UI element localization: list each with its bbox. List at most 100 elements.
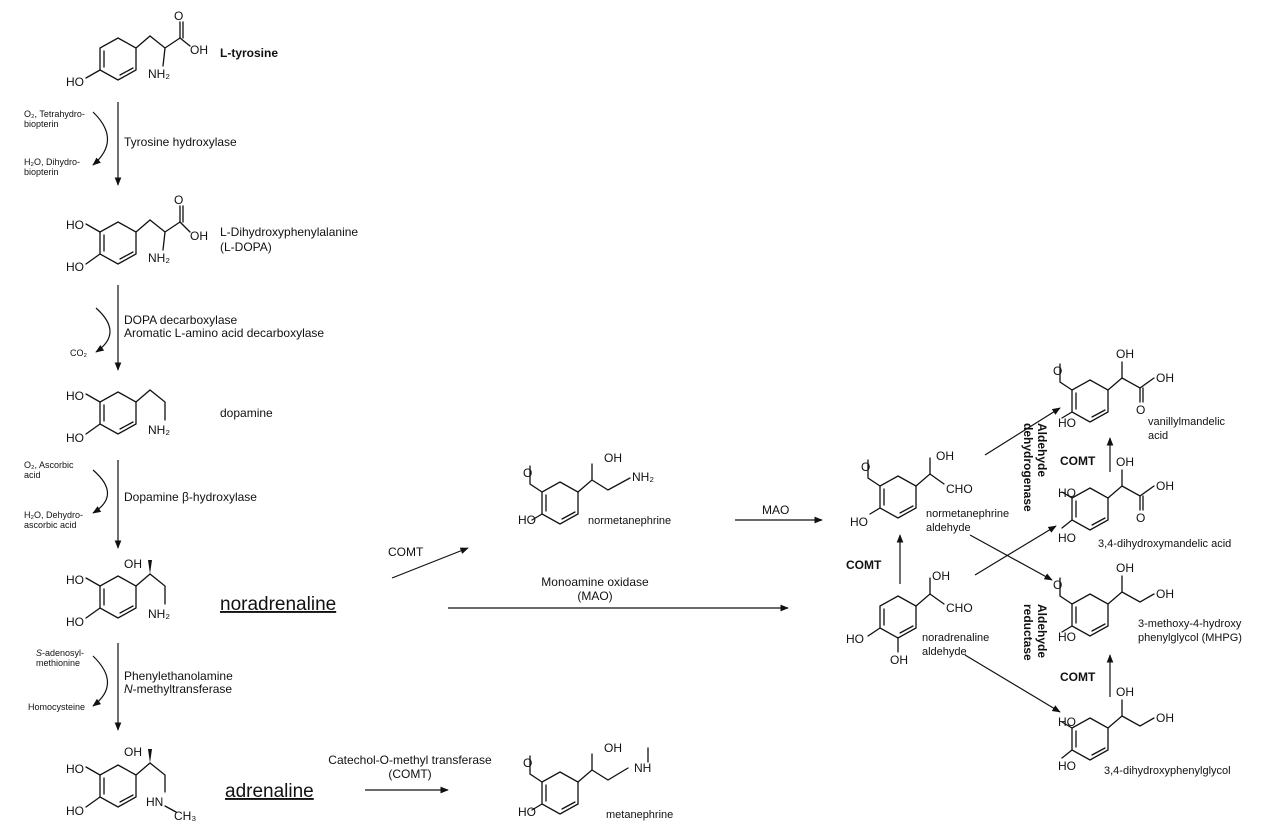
enzyme-dopa-decarboxylase-line1: DOPA decarboxylase bbox=[124, 313, 237, 327]
cofactor-o2-thb-line2: biopterin bbox=[24, 119, 59, 129]
enzyme-comt-full-line2: (COMT) bbox=[388, 767, 431, 781]
enzyme-dopa-decarboxylase-line2: Aromatic L-amino acid decarboxylase bbox=[124, 326, 324, 340]
label-metanephrine: metanephrine bbox=[606, 809, 673, 821]
label-noradrenaline-aldehyde-line2: aldehyde bbox=[922, 646, 967, 658]
svg-text:HO: HO bbox=[1058, 486, 1076, 500]
metabolism-arrows bbox=[365, 407, 1114, 794]
svg-text:OH: OH bbox=[190, 229, 208, 243]
label-noradrenaline-aldehyde-line1: noradrenaline bbox=[922, 632, 989, 644]
cofactor-h2o-dehydroascorbic-line1: H₂O, Dehydro- bbox=[24, 510, 83, 520]
cofactor-arc-dbh bbox=[92, 469, 109, 514]
cofactor-arc-th bbox=[92, 111, 108, 166]
structure-dhpg: HO HO OH OH bbox=[1058, 685, 1174, 773]
enzyme-aldehyde-reductase-line2: reductase bbox=[1021, 604, 1035, 661]
enzyme-comt-vma: COMT bbox=[1060, 454, 1096, 468]
cofactor-arc-pnmt bbox=[92, 655, 108, 707]
cofactor-h2o-dhb-line1: H₂O, Dihydro- bbox=[24, 157, 80, 167]
enzyme-tyrosine-hydroxylase: Tyrosine hydroxylase bbox=[124, 135, 237, 149]
cofactor-sam-line1: S-adenosyl- bbox=[36, 648, 84, 658]
svg-text:NH: NH bbox=[634, 761, 651, 775]
svg-text:HO: HO bbox=[66, 615, 84, 629]
compound-labels: L-tyrosine L-Dihydroxyphenylalanine (L-D… bbox=[220, 46, 1242, 821]
svg-text:O: O bbox=[1053, 364, 1062, 378]
svg-text:HO: HO bbox=[66, 260, 84, 274]
structure-ldopa: HO HO O OH NH₂ bbox=[66, 193, 208, 274]
svg-text:NH₂: NH₂ bbox=[148, 67, 170, 81]
svg-text:O: O bbox=[174, 9, 183, 23]
label-normetanephrine: normetanephrine bbox=[588, 515, 671, 527]
svg-text:HO: HO bbox=[1058, 759, 1076, 773]
cofactor-o2-thb-line1: O₂, Tetrahydro- bbox=[24, 109, 85, 119]
structure-noradrenaline: OH HO HO NH₂ bbox=[66, 557, 170, 629]
svg-text:O: O bbox=[523, 466, 532, 480]
svg-text:OH: OH bbox=[1116, 455, 1134, 469]
svg-text:HO: HO bbox=[1058, 416, 1076, 430]
enzyme-mao-full-line1: Monoamine oxidase bbox=[541, 575, 649, 589]
svg-text:CHO: CHO bbox=[946, 601, 973, 615]
svg-text:O: O bbox=[1053, 578, 1062, 592]
svg-text:O: O bbox=[174, 193, 183, 207]
structure-dopamine: HO HO NH₂ bbox=[66, 389, 170, 445]
enzyme-aldehyde-dehydrogenase-line2: dehydrogenase bbox=[1021, 423, 1035, 512]
svg-text:OH: OH bbox=[932, 569, 950, 583]
svg-text:OH: OH bbox=[1116, 347, 1134, 361]
enzyme-dopamine-beta-hydroxylase: Dopamine β-hydroxylase bbox=[124, 490, 257, 504]
svg-text:OH: OH bbox=[1156, 711, 1174, 725]
svg-text:HO: HO bbox=[518, 513, 536, 527]
svg-text:OH: OH bbox=[1156, 587, 1174, 601]
main-pathway-arrows bbox=[92, 102, 122, 731]
svg-text:NH₂: NH₂ bbox=[148, 423, 170, 437]
svg-text:OH: OH bbox=[890, 653, 908, 667]
svg-text:OH: OH bbox=[1156, 479, 1174, 493]
structure-adrenaline: OH HO HO HN CH₃ bbox=[66, 745, 196, 823]
enzyme-pnmt-line1: Phenylethanolamine bbox=[124, 669, 233, 683]
svg-text:OH: OH bbox=[124, 745, 142, 759]
label-dhma: 3,4-dihydroxymandelic acid bbox=[1098, 538, 1231, 550]
svg-text:HO: HO bbox=[1058, 531, 1076, 545]
enzyme-comt-mhpg: COMT bbox=[1060, 670, 1096, 684]
svg-text:HO: HO bbox=[1058, 715, 1076, 729]
svg-text:O: O bbox=[523, 756, 532, 770]
svg-text:HO: HO bbox=[850, 515, 868, 529]
enzyme-aldehyde-dehydrogenase-line1: Aldehyde bbox=[1035, 423, 1049, 477]
svg-text:OH: OH bbox=[604, 741, 622, 755]
svg-text:OH: OH bbox=[936, 449, 954, 463]
label-noradrenaline: noradrenaline bbox=[220, 594, 336, 615]
svg-text:HO: HO bbox=[66, 75, 84, 89]
arrow-to-mhpg bbox=[969, 534, 1053, 581]
arrow-to-vanillylmandelic-acid bbox=[984, 407, 1061, 456]
structure-metanephrine: O HO OH NH bbox=[518, 741, 651, 819]
cofactor-homocysteine: Homocysteine bbox=[28, 702, 85, 712]
svg-text:O: O bbox=[1136, 403, 1145, 417]
enzyme-comt-full-line1: Catechol-O-methyl transferase bbox=[328, 753, 492, 767]
svg-text:OH: OH bbox=[1156, 371, 1174, 385]
label-mhpg-line1: 3-methoxy-4-hydroxy bbox=[1138, 618, 1242, 630]
enzyme-labels: Tyrosine hydroxylase DOPA decarboxylase … bbox=[124, 135, 1096, 781]
cofactor-h2o-dhb-line2: biopterin bbox=[24, 167, 59, 177]
svg-text:HO: HO bbox=[66, 431, 84, 445]
svg-text:HO: HO bbox=[66, 389, 84, 403]
structure-normetanephrine: O HO OH NH₂ bbox=[518, 451, 654, 527]
enzyme-mao: MAO bbox=[762, 503, 789, 517]
arrow-to-dhpg bbox=[964, 654, 1061, 713]
label-ldopa-line2: (L-DOPA) bbox=[220, 240, 272, 254]
label-adrenaline: adrenaline bbox=[225, 781, 314, 802]
svg-text:OH: OH bbox=[1116, 561, 1134, 575]
enzyme-comt-normetanephrine: COMT bbox=[388, 545, 424, 559]
label-normetanephrine-aldehyde-line1: normetanephrine bbox=[926, 508, 1009, 520]
svg-text:HN: HN bbox=[146, 795, 163, 809]
label-dhpg: 3,4-dihydroxyphenylglycol bbox=[1104, 765, 1231, 777]
enzyme-mao-full-line2: (MAO) bbox=[577, 589, 612, 603]
cofactor-arc-ddc bbox=[95, 307, 111, 353]
structure-normetanephrine-aldehyde: O HO OH CHO bbox=[850, 449, 973, 529]
structure-mhpg: O HO OH OH bbox=[1053, 561, 1174, 644]
cofactor-o2-ascorbic-line1: O₂, Ascorbic bbox=[24, 460, 74, 470]
structure-noradrenaline-aldehyde: HO OH OH CHO bbox=[846, 569, 973, 667]
svg-text:OH: OH bbox=[190, 43, 208, 57]
svg-text:HO: HO bbox=[66, 762, 84, 776]
arrow-comt-to-normetanephrine bbox=[391, 547, 469, 579]
svg-text:OH: OH bbox=[604, 451, 622, 465]
enzyme-comt-aldehyde: COMT bbox=[846, 558, 882, 572]
svg-text:OH: OH bbox=[124, 557, 142, 571]
